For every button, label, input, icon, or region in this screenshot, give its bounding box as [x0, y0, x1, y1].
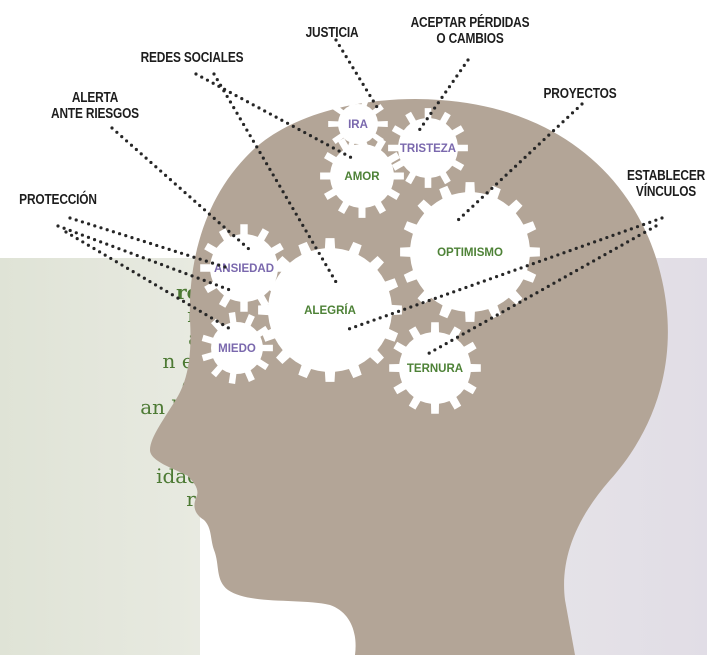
gear-optimismo: OPTIMISMO [400, 182, 540, 322]
gear-label-miedo: MIEDO [218, 343, 256, 355]
gear-label-optimismo: OPTIMISMO [437, 247, 503, 259]
gear-shape [388, 108, 468, 188]
label-proyectos: PROYECTOS [543, 86, 617, 102]
label-establecer: ESTABLECER VÍNCULOS [609, 168, 707, 200]
gear-shape [320, 134, 404, 218]
gear-label-amor: AMOR [344, 171, 380, 183]
gear-label-ternura: TERNURA [407, 363, 463, 375]
gear-tristeza: TRISTEZA [388, 108, 468, 188]
label-alerta: ALERTA ANTE RIESGOS [29, 90, 160, 122]
gear-alegria: ALEGRÍA [258, 238, 402, 382]
dotted-connector [422, 224, 658, 358]
gear-label-ansiedad: ANSIEDAD [214, 263, 274, 275]
gear-miedo: MIEDO [201, 312, 273, 384]
gear-label-ira: IRA [348, 119, 368, 131]
gear-ternura: TERNURA [389, 322, 481, 414]
dotted-connector [344, 216, 664, 332]
label-establecer-line1: ESTABLECER [626, 168, 706, 184]
label-alerta-line1: ALERTA [71, 90, 119, 106]
gear-shape [201, 312, 273, 384]
gear-label-alegria: ALEGRÍA [304, 304, 356, 317]
dotted-connector [110, 126, 252, 252]
label-establecer-line2: VÍNCULOS [635, 184, 697, 200]
gear-ansiedad: ANSIEDAD [200, 224, 288, 312]
dotted-connector [56, 224, 232, 292]
gear-shape [200, 224, 288, 312]
label-redes-sociales: REDES SOCIALES [140, 50, 244, 66]
gears-layer: IRA TRISTEZA AMOR OPTIMISMO ANSIEDAD ALEGRÍA M… [200, 94, 540, 414]
gear-label-tristeza: TRISTEZA [400, 143, 456, 155]
dotted-connector [416, 58, 470, 134]
dotted-connector [454, 102, 584, 224]
dotted-connector [212, 72, 338, 284]
label-justicia: JUSTICIA [305, 25, 359, 41]
gear-ira: IRA [328, 94, 388, 154]
label-alerta-line2: ANTE RIESGOS [51, 106, 139, 122]
dotted-lines-layer [56, 38, 664, 358]
label-aceptar-line1: ACEPTAR PÉRDIDAS [410, 15, 530, 31]
dotted-connector [64, 230, 234, 332]
gear-shape [389, 322, 481, 414]
gear-shape [400, 182, 540, 322]
gear-shape [258, 238, 402, 382]
gear-amor: AMOR [320, 134, 404, 218]
gear-shape [328, 94, 388, 154]
label-aceptar: ACEPTAR PÉRDIDAS O CAMBIOS [409, 15, 532, 47]
label-proteccion: PROTECCIÓN [19, 192, 97, 208]
label-aceptar-line2: O CAMBIOS [436, 31, 504, 47]
dotted-connector [334, 38, 382, 114]
